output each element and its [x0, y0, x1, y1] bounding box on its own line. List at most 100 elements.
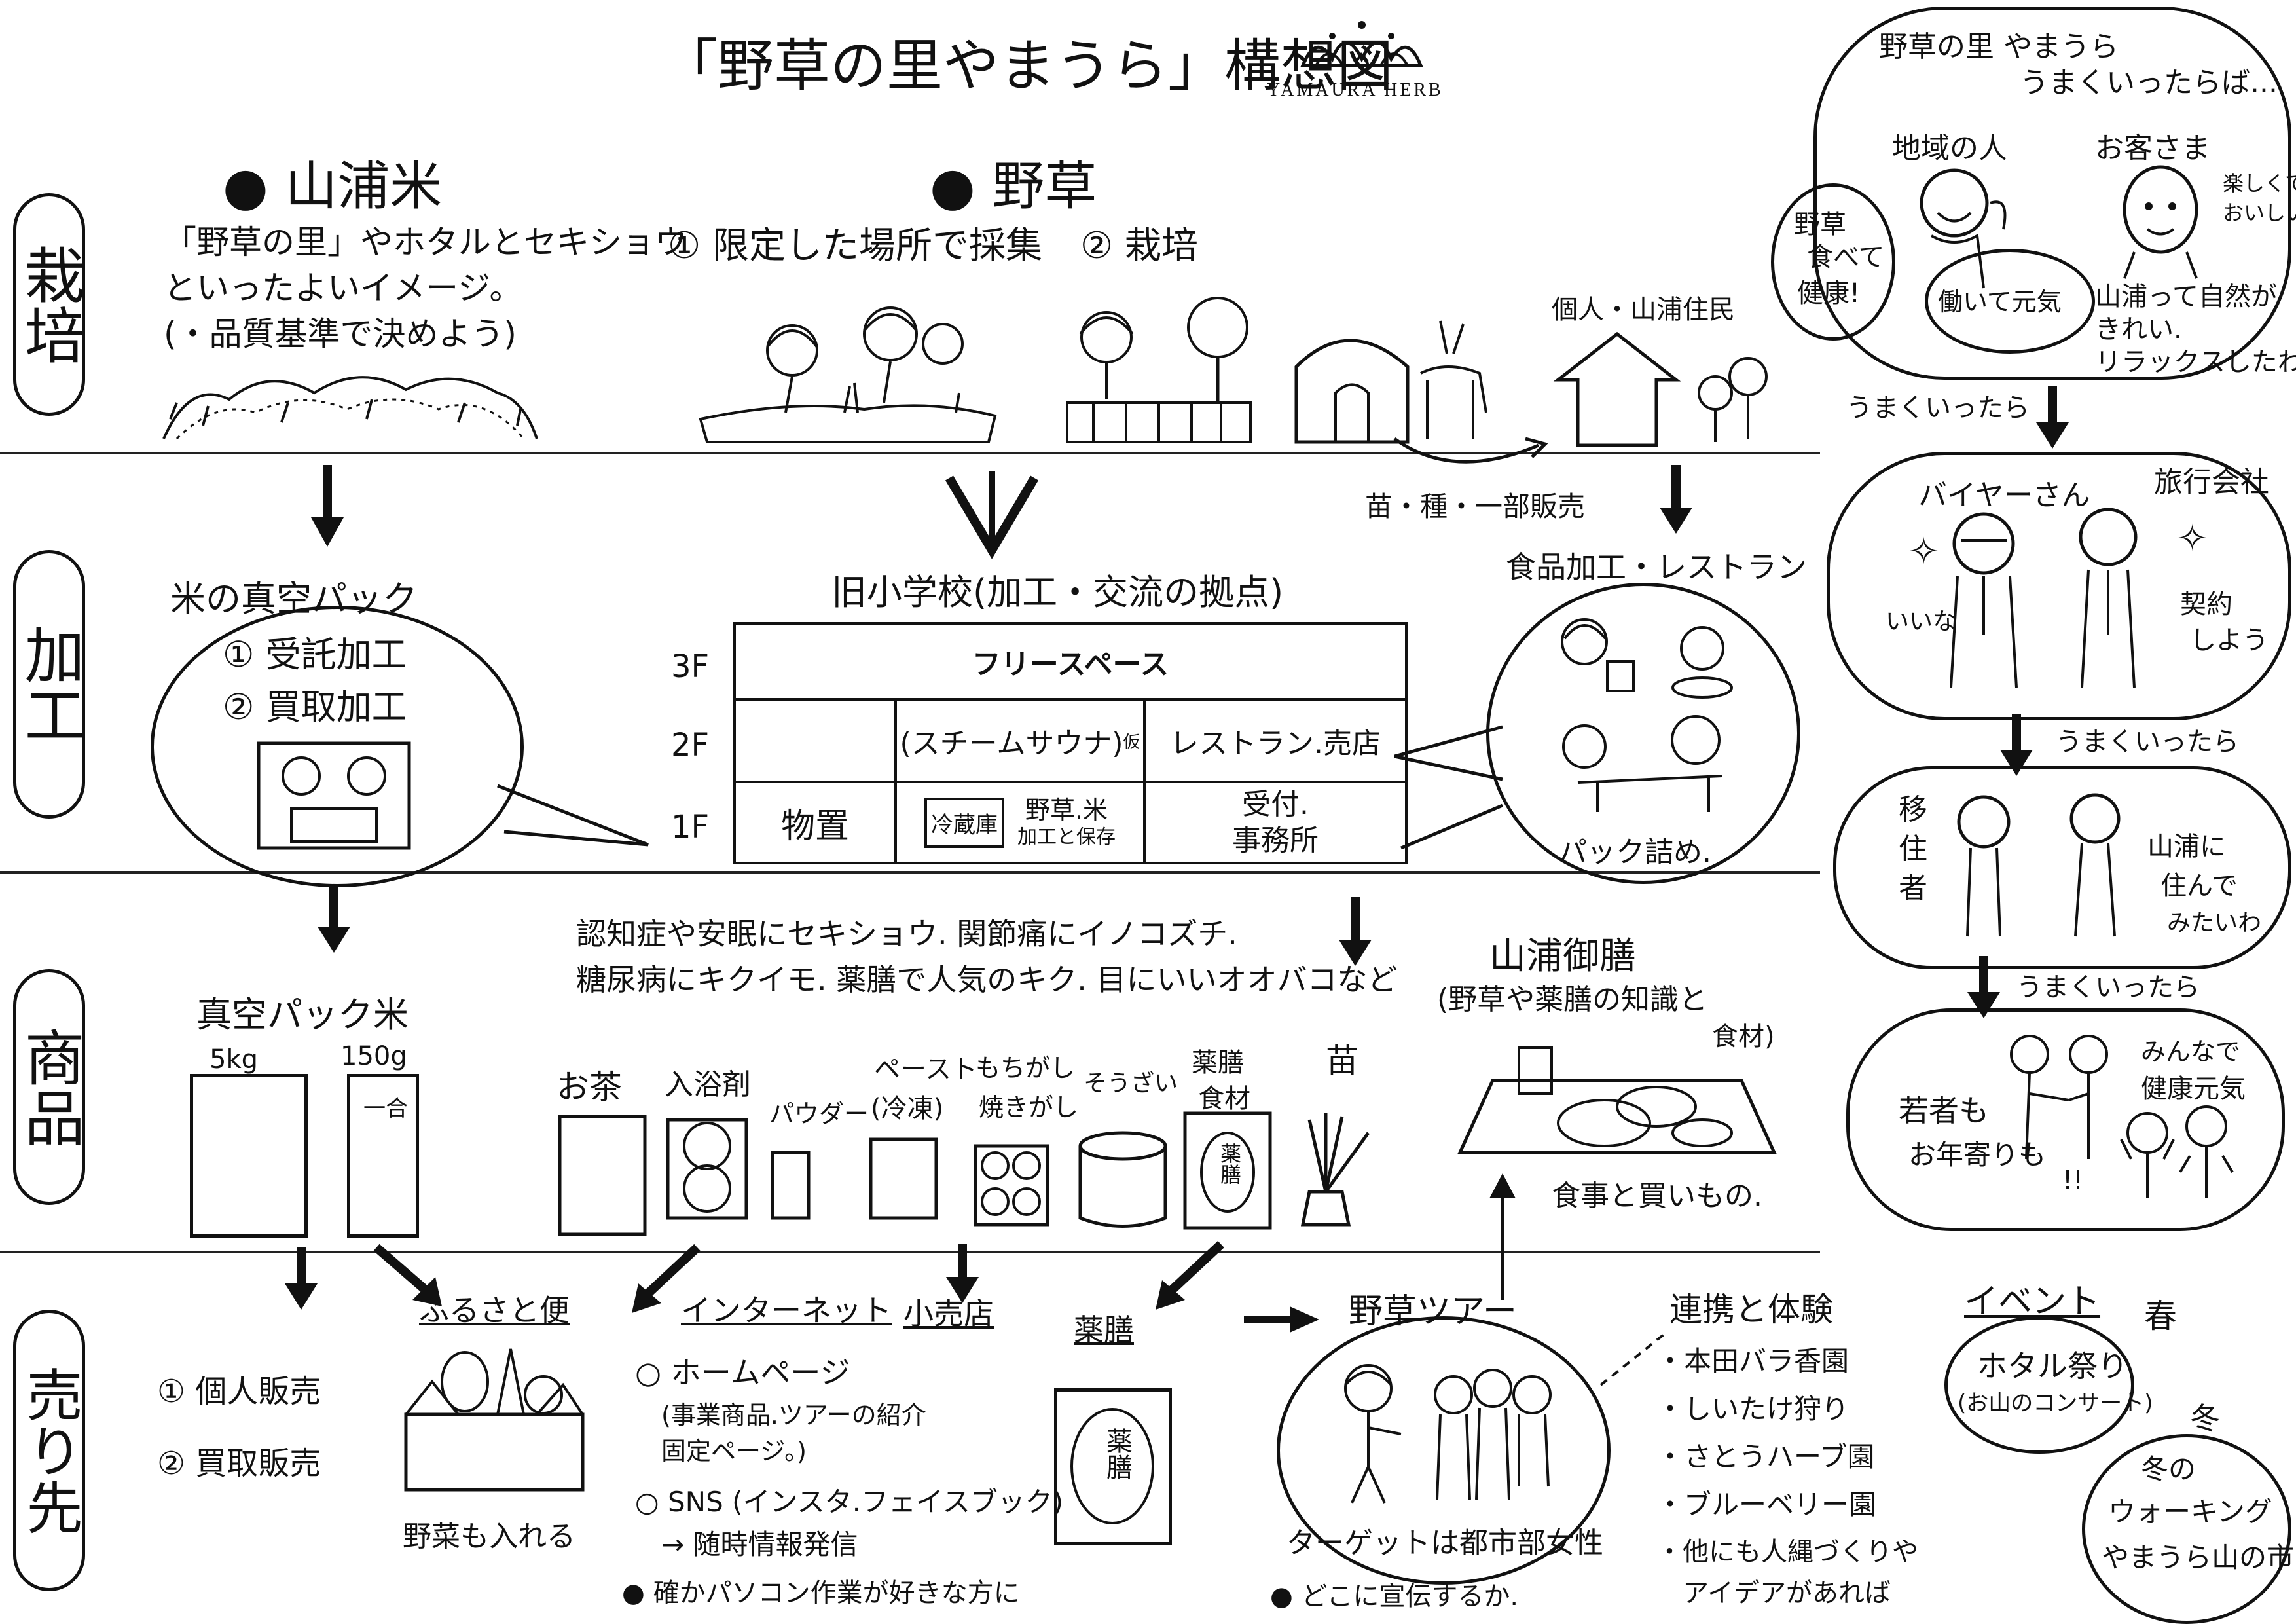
row-label-process: 加工: [13, 550, 85, 819]
arrow-down-icon: [945, 471, 1039, 559]
migrant-wish: 住んで: [2160, 871, 2238, 901]
customers-label: お客さま: [2095, 132, 2210, 165]
speech-bubble: [1771, 183, 1895, 341]
yakuzen-box-label: 薬膳: [1102, 1428, 1132, 1480]
homepage-item: ○ ホームページ: [635, 1355, 850, 1390]
floor-steam-sauna: (スチームサウナ)仮: [894, 698, 1146, 783]
everyone-label: 健康元気: [2141, 1074, 2246, 1104]
row-divider: [0, 1251, 1820, 1253]
customer-fun: 楽しくて: [2223, 171, 2296, 196]
generations-label: お年寄りも: [1908, 1139, 2047, 1171]
page-title: 「野草の里やまうら」構想図: [661, 33, 1393, 99]
community-illustration: [2010, 1035, 2234, 1198]
packing-illustration: [257, 741, 411, 850]
firefly-festival: ホタル祭り: [1977, 1348, 2128, 1384]
tour-target: ターゲットは都市部女性: [1286, 1526, 1603, 1560]
if-success: うまくいったら: [2016, 972, 2200, 1003]
firefly-festival: (お山のコンサート): [1958, 1390, 2153, 1416]
migrant-illustration: [1957, 793, 2121, 937]
rice-150g-bag: 一合: [347, 1074, 419, 1238]
gozen-title: 山浦御膳: [1489, 935, 1636, 978]
tour-group-illustration: [1344, 1364, 1552, 1504]
arrow-diagonal-icon: [1156, 1240, 1224, 1310]
partner-item: ・さとうハーブ園: [1656, 1441, 1875, 1473]
bubble-tail: [497, 784, 649, 847]
customer-nature: リラックスしたわ〜: [2095, 347, 2296, 377]
school-building: 3F 2F 1F フリースペース (スチームサウナ)仮 レストラン.売店 物置 …: [671, 622, 1408, 864]
arrow-down-icon: [311, 465, 344, 547]
arrow-down-icon: [1660, 465, 1692, 534]
sparkle-icon: ✧: [2177, 517, 2208, 560]
row-label-cultivate: 栽培: [13, 193, 85, 416]
product-paste: ペースト: [874, 1054, 977, 1084]
floor-free-space: フリースペース: [733, 622, 1408, 701]
rice-field-illustration: [162, 376, 538, 440]
buyer-label: バイヤーさん: [1918, 479, 2090, 512]
future-title: 野草の里 やまうら: [1879, 30, 2119, 64]
partners-title: 連携と体験: [1669, 1291, 1833, 1329]
rice-150g-label: 150g: [340, 1041, 407, 1071]
migrant-wish: みたいわ: [2167, 910, 2262, 936]
rice-cup-label: 一合: [363, 1096, 408, 1122]
product-yakuzen-material: 薬膳: [1192, 1048, 1244, 1078]
school-title: 旧小学校(加工・交流の拠点): [831, 572, 1284, 613]
partner-item: ・他にも人縄づくりや: [1656, 1537, 1918, 1567]
arrow-down-icon: [285, 1247, 318, 1310]
walking-bubble: [2082, 1434, 2291, 1624]
rice-pack-option: ① 受託加工: [223, 634, 407, 675]
farm-illustration: [1066, 297, 1487, 444]
locals-illustration: [1920, 168, 2007, 289]
homepage-desc: (事業商品.ツアーの紹介: [661, 1401, 926, 1430]
fridge-box: 冷蔵庫: [924, 797, 1004, 848]
crown-logo: [1300, 21, 1423, 67]
brand-name: YAMAURA HERB: [1267, 80, 1444, 100]
customer-illustration: [2123, 165, 2198, 279]
floor-2-empty: [733, 698, 897, 783]
product-powder: パウダー: [769, 1099, 869, 1128]
floor-label: 1F: [671, 809, 710, 845]
arrow-down-icon: [2000, 714, 2033, 776]
winter-walking: やまうら山の市: [2102, 1541, 2295, 1574]
partner-item: ・ブルーベリー園: [1656, 1488, 1877, 1521]
gozen-subtitle: 食材): [1712, 1022, 1775, 1052]
floor-processing: 冷蔵庫 野草.米 加工と保存: [894, 781, 1146, 864]
event-title: イベント: [1964, 1282, 2101, 1321]
winter-walking: ウォーキング: [2108, 1496, 2272, 1528]
rice-5kg-label: 5kg: [210, 1044, 259, 1075]
floor-restaurant-shop: レストラン.売店: [1143, 698, 1408, 783]
migrant-label: 移: [1899, 793, 1927, 826]
if-success: うまくいったら: [2056, 727, 2239, 757]
product-bath: 入浴剤: [665, 1068, 751, 1101]
speech-health: 健康!: [1797, 278, 1861, 308]
furusato-note: 野菜も入れる: [403, 1520, 575, 1553]
future-cloud-4: [1846, 1008, 2285, 1231]
house-illustration: [1553, 331, 1768, 447]
locals-label: 地域の人: [1892, 132, 2007, 165]
rice-desc: 「野草の里」やホタルとセキショウ: [164, 223, 687, 261]
partner-item: アイデアがあれば: [1656, 1578, 1891, 1608]
agency-label: 旅行会社: [2154, 466, 2269, 499]
gathering-illustration: [699, 306, 997, 443]
sns-item: ○ SNS (インスタ.フェイスブック): [635, 1486, 1064, 1518]
sns-desc: → 随時情報発信: [661, 1528, 858, 1560]
buyer-nice: いいな: [1886, 608, 1957, 635]
furusato-title: ふるさと便: [419, 1293, 570, 1328]
herb-benefits: 糖尿病にキクイモ. 薬膳で人気のキク. 目にいいオオバコなど: [576, 962, 1398, 997]
customer-nature: 山浦って自然が: [2095, 282, 2277, 312]
rice-desc: といったよいイメージ。: [164, 269, 522, 307]
yakuzen-package-label: 薬膳: [1217, 1143, 1242, 1185]
customer-fun: おいしい: [2223, 200, 2296, 225]
internet-title: インターネット: [681, 1293, 892, 1328]
future-cloud-2: [1827, 452, 2291, 720]
event-winter: 冬: [2190, 1401, 2220, 1436]
vacuum-rice-title: 真空パック米: [196, 994, 409, 1035]
herb-option-grow: ② 栽培: [1080, 225, 1199, 267]
kitchen-illustration: [1561, 618, 1733, 812]
direct-sale: ② 買取販売: [157, 1445, 321, 1482]
speech-health: 食べて: [1807, 242, 1885, 272]
row-divider: [0, 871, 1820, 874]
arrow-diagonal-icon: [632, 1244, 701, 1313]
rice-desc: (・品質基準で決めよう): [164, 315, 517, 353]
exclamation: !!: [2062, 1166, 2084, 1196]
arrow-right-icon: [1244, 1306, 1319, 1333]
